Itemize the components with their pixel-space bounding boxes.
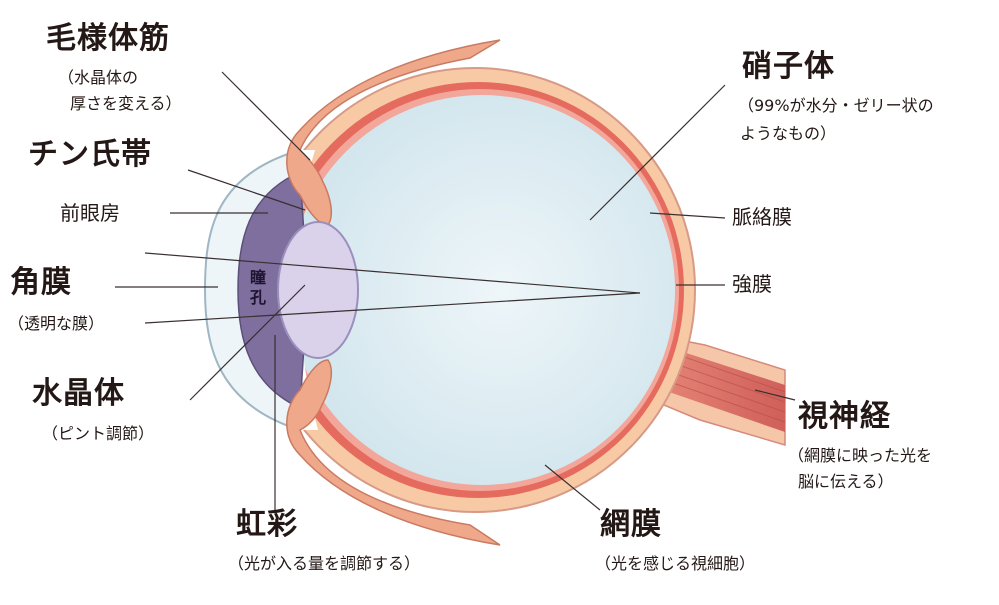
light-ray-bottom — [144, 292, 641, 324]
note-vitreous-1: （99%が水分・ゼリー状の — [738, 96, 934, 115]
pupil-label-2: 孔 — [250, 288, 266, 307]
note-lens: （ピント調節） — [42, 424, 155, 443]
vitreous-shape — [289, 95, 675, 485]
note-cornea: （透明な膜） — [8, 314, 105, 333]
pupil-label-1: 瞳 — [250, 268, 266, 287]
label-vitreous: 硝子体 — [742, 49, 835, 84]
note-ciliary-muscle-2: 厚さを変える） — [70, 94, 182, 113]
ciliary-body-top — [286, 39, 501, 226]
label-retina: 網膜 — [600, 507, 662, 542]
label-lens: 水晶体 — [32, 376, 125, 411]
label-cornea: 角膜 — [10, 265, 72, 300]
label-anterior-chamber: 前眼房 — [60, 201, 120, 225]
note-optic-nerve-1: （網膜に映った光を — [788, 446, 933, 465]
note-optic-nerve-2: 脳に伝える） — [798, 472, 894, 491]
label-zonule: チン氏帯 — [28, 137, 152, 172]
note-ciliary-muscle-1: （水晶体の — [58, 68, 139, 87]
lens-shape — [277, 221, 359, 359]
label-sclera: 強膜 — [732, 272, 772, 296]
label-ciliary-muscle: 毛様体筋 — [46, 21, 170, 56]
note-vitreous-2: ようなもの） — [740, 124, 837, 143]
label-optic-nerve: 視神経 — [798, 399, 891, 434]
light-ray-top — [144, 252, 641, 294]
label-choroid: 脈絡膜 — [732, 205, 792, 229]
leader-lines — [115, 71, 796, 511]
ciliary-body-bottom — [286, 359, 501, 546]
note-iris: （光が入る量を調節する） — [228, 554, 421, 573]
note-retina: （光を感じる視細胞） — [595, 554, 756, 573]
label-iris: 虹彩 — [236, 507, 298, 542]
